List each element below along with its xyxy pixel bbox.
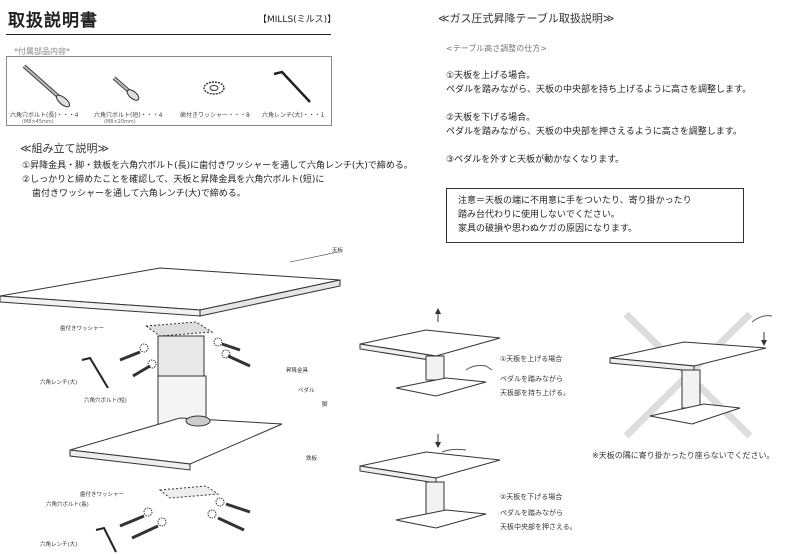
assembly-heading: ≪組み立て説明≫	[20, 142, 110, 155]
warning-line-3: 家具の破損や思わぬケガの原因になります。	[458, 224, 638, 234]
label-bolt-short: 六角穴ボルト(短)	[84, 398, 127, 404]
part-sub-short-bolt: (M8×20mm)	[104, 119, 136, 125]
gas-step-3-title: ③ペダルを外すと天板が動かなくなります。	[446, 155, 625, 165]
gas-step-2-title: ②天板を下げる場合。	[446, 113, 536, 123]
label-leg: 脚	[322, 402, 328, 408]
title-divider	[6, 34, 331, 35]
label-pedal: ペダル	[298, 388, 315, 394]
part-sub-long-bolt: (M8×45mm)	[22, 119, 54, 125]
raise-caption-3: 天板部を持ち上げる。	[500, 389, 570, 397]
assembly-step-1: ①昇降金具・脚・鉄板を六角穴ボルト(長)に歯付きワッシャーを通して六角レンチ(大…	[22, 161, 413, 171]
label-lift: 昇降金具	[286, 368, 309, 374]
raise-caption-1: ①天板を上げる場合	[500, 355, 563, 363]
assembly-diagram	[0, 251, 341, 553]
part-label-washer: 歯付きワッシャー・・・8	[180, 112, 250, 119]
prohibited-figure	[609, 311, 773, 439]
part-label-long-bolt: 六角穴ボルト(長)・・・4	[10, 112, 79, 119]
parts-heading: *付属部品内容*	[14, 47, 70, 56]
label-wrench-upper: 六角レンチ(大)	[40, 380, 78, 386]
parts-box	[6, 56, 332, 126]
label-washer-upper: 歯付きワッシャー	[60, 326, 105, 332]
lower-figure	[359, 434, 501, 529]
assembly-step-2-cont: 歯付きワッシャーを通して六角レンチ(大)で締める。	[32, 189, 246, 199]
label-bolt-long: 六角穴ボルト(長)	[46, 502, 89, 508]
lift-column	[157, 335, 205, 377]
assembly-step-2: ②しっかりと締めたことを確認して、天板と昇降金具を六角穴ボルト(短)に	[22, 175, 325, 185]
long-bolt-icon	[22, 64, 71, 108]
warning-box	[446, 188, 744, 243]
warning-line-2: 踏み台代わりに使用しないでください。	[458, 210, 620, 220]
label-plate: 鉄板	[306, 456, 318, 462]
toothed-washer-icon	[203, 81, 225, 95]
part-label-short-bolt: 六角穴ボルト(短)・・・4	[94, 112, 163, 119]
label-wrench-lower: 六角レンチ(大)	[40, 542, 78, 548]
label-top-board: 天板	[332, 248, 344, 254]
hex-wrench-icon	[273, 70, 311, 103]
gas-step-2-body: ペダルを踏みながら、天板の中央部を押さえるように高さを調整します。	[446, 127, 742, 137]
warning-line-1: 注意＝天板の端に不用意に手をついたり、寄り掛かったり	[458, 196, 692, 206]
gas-heading: ≪ガス圧式昇降テーブル取扱説明≫	[438, 12, 615, 25]
short-bolt-icon	[112, 76, 140, 101]
gas-subheading: <テーブル高さ調整の仕方>	[446, 44, 547, 53]
lower-caption-1: ②天板を下げる場合	[500, 493, 563, 501]
lower-caption-2: ペダルを踏みながら	[500, 509, 563, 517]
raise-figure	[359, 308, 501, 397]
lower-caption-3: 天板中央部を押さえる。	[500, 523, 577, 531]
label-washer-lower: 歯付きワッシャー	[80, 492, 125, 498]
part-label-wrench: 六角レンチ(大)・・・1	[262, 112, 325, 119]
model-name: 【MILLS(ミルス)】	[258, 15, 337, 25]
gas-step-1-title: ①天板を上げる場合。	[446, 71, 536, 81]
prohibited-caption: ※天板の隅に寄り掛かったり座らないでください。	[592, 451, 775, 460]
gas-step-1-body: ペダルを踏みながら、天板の中央部を持ち上げるように高さを調整します。	[446, 85, 752, 95]
raise-caption-2: ペダルを踏みながら	[500, 375, 563, 383]
page-title: 取扱説明書	[8, 11, 98, 31]
